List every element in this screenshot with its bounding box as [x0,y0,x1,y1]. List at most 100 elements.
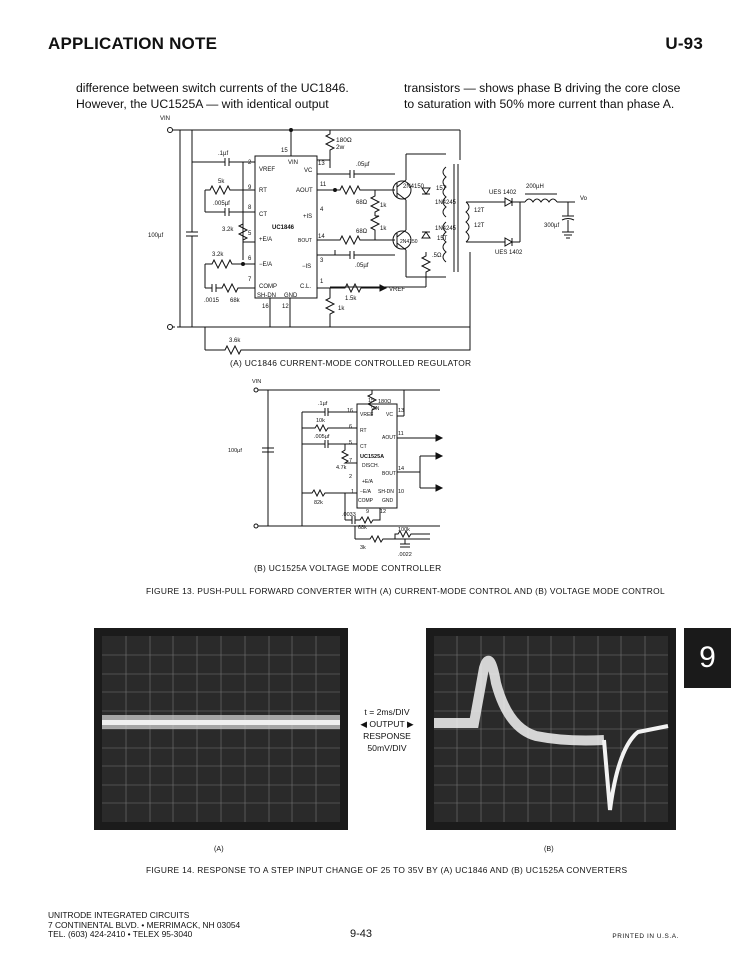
section-tab: 9 [684,628,731,688]
response-label: RESPONSE [363,731,411,741]
r1k-b-label: 1k [380,226,387,232]
ground-b-terminal-icon [253,523,259,529]
r47k-b-label: 4.7k [336,465,347,471]
pin-b-vin: VIN [371,406,380,412]
body-column-left: difference between switch currents of th… [76,80,366,112]
pin-minus-is-label: −IS [302,264,311,270]
transistor-bottom-icon [392,230,412,250]
c100b-label: 100µf [228,448,242,454]
pin-number: 4 [320,207,324,213]
pin-vin-label: VIN [288,160,298,166]
pin-plus-ea-label: +E/A [259,237,272,243]
pin-cl-label: C.L. [300,284,311,290]
t12t-a-label: 12T [474,208,485,214]
uc1846-ic-body [254,155,318,299]
pin-b-number: 6 [349,424,352,430]
page-header-left: APPLICATION NOTE [48,34,218,53]
pin-b-number: 1 [351,489,354,495]
pin-b-rt: RT [360,428,367,434]
pin-b-number: 16 [347,408,353,414]
arrow-right-icon: ▶ [406,719,414,729]
pin-b-number: 2 [349,474,352,480]
c005-b-label: .005µf [314,434,330,440]
d-top-label: 1N4245 [435,200,457,206]
body-line: to saturation with 50% more current than… [404,97,675,111]
pin-number: 1 [320,279,324,285]
output-label-row: ◀ OUTPUT ▶ [350,718,424,730]
pin-number: 16 [262,304,269,310]
r32k-b-label: 3.2k [212,252,224,258]
r15k-label: 1.5k [345,296,357,302]
pin-rt-label: RT [259,188,267,194]
pin-b-shdn: SH-DN [378,489,394,495]
pin-number: 13 [318,161,325,167]
r10k-b-label: 10k [316,418,325,424]
pin-b-aout: AOUT [382,435,396,441]
pin-b-minus-ea: −E/A [360,489,372,495]
pin-b-bout: BOUT [382,471,396,477]
figure-13-caption: FIGURE 13. PUSH-PULL FORWARD CONVERTER W… [146,586,665,596]
body-line: difference between switch currents of th… [76,81,349,95]
c005-label: .005µf [213,201,230,207]
pin-b-number: 12 [380,509,386,515]
q-top-label: 2N4150 [403,184,425,190]
scope-trace-b [426,628,676,830]
r68k-b-label: 68k [358,525,367,531]
pin-comp-label: COMP [259,284,277,290]
pin-plus-is-label: +IS [303,214,312,220]
pin-b-disch: DISCH. [362,463,379,469]
pin-aout-label: AOUT [296,188,313,194]
pin-b-number: 7 [349,458,352,464]
pin-b-plus-ea: +E/A [362,479,374,485]
pin-ct-label: CT [259,212,267,218]
pin-b-number: 11 [398,431,404,437]
resistor-180-icon [324,130,336,160]
pin-gnd-label: GND [284,293,298,299]
body-line: transistors — shows phase B driving the … [404,81,681,95]
diode-top-icon [421,187,431,195]
pin-b-vref: VREF [360,412,373,418]
ic-b-label: UC1525A [360,454,384,460]
figure-14-caption: FIGURE 14. RESPONSE TO A STEP INPUT CHAN… [146,865,628,875]
pin-vc-label: VC [304,168,313,174]
transistor-top-icon [392,180,412,200]
t15t-a-label: 15T [436,186,447,192]
c300-label: 300µf [544,223,559,229]
pin-b-gnd: GND [382,498,394,504]
c05-bot-label: .05µf [355,263,369,269]
ues-a-label: UES 1402 [489,190,517,196]
circuit-a-schematic: VIN 180Ω 2w UC1846 VREF VIN VC RT AOUT C… [148,116,588,356]
pin-number: 9 [248,185,252,191]
output-label: OUTPUT [369,719,405,729]
vo-label: Vo [580,196,588,202]
footer-company: UNITRODE INTEGRATED CIRCUITS [48,910,190,920]
scope-b-trace [434,655,669,811]
circuit-b-caption: (B) UC1525A VOLTAGE MODE CONTROLLER [254,563,442,573]
d-bot-label: 1N4245 [435,226,457,232]
pin-number: 14 [318,234,325,240]
pin-b-vc: VC [386,412,393,418]
pin-number: 3 [320,258,324,264]
pin-number: 15 [281,148,288,154]
pin-bout-label: BOUT [298,238,312,244]
scale-label: 50mV/DIV [367,743,407,753]
pin-b-comp: COMP [358,498,374,504]
uc1525a-ic-body [356,403,398,509]
r05-label: .5Ω [432,253,442,259]
r180-watt-label: 2w [336,144,345,151]
c1uf-b-label: .1µf [318,401,328,407]
pin-b-number: 15 [368,398,374,404]
footer-address: UNITRODE INTEGRATED CIRCUITS 7 CONTINENT… [48,910,240,940]
scope-trace-a [94,628,348,830]
pin-number: 12 [282,304,289,310]
arrow-left-icon: ◀ [360,719,368,729]
page-number: 9-43 [350,928,373,940]
pin-shdn-label: SH-DN [257,293,276,299]
vref-out-label: VREF [389,287,405,293]
c0022-b-label: .0022 [398,552,412,558]
pin-b-number: 10 [398,489,404,495]
r180-label: 180Ω [336,137,352,144]
vin-label: VIN [160,116,170,122]
r36k-label: 3.6k [229,338,241,344]
pin-minus-ea-label: −E/A [259,262,272,268]
